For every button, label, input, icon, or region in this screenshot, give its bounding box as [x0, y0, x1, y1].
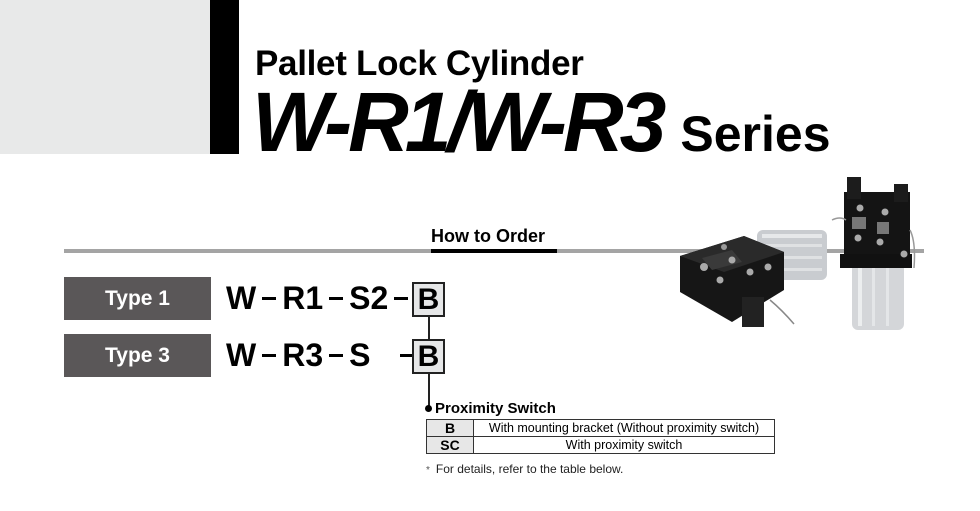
code-segment: R1 — [282, 280, 324, 316]
dash — [262, 354, 277, 357]
page-subtitle: Pallet Lock Cylinder — [255, 44, 584, 83]
dash — [400, 354, 415, 357]
type-3-option-box: B — [412, 339, 445, 374]
type-3-label: Type 3 — [64, 334, 211, 377]
option-table-title: Proximity Switch — [435, 400, 556, 417]
option-code: B — [426, 419, 474, 437]
code-segment: W — [226, 337, 257, 373]
dash — [262, 297, 277, 300]
section-title: How to Order — [431, 226, 546, 246]
connector-line — [428, 317, 430, 339]
product-photo — [680, 177, 916, 330]
option-description: With proximity switch — [473, 436, 775, 454]
connector-line — [428, 374, 430, 407]
code-segment: W — [226, 280, 257, 316]
option-table: B With mounting bracket (Without proximi… — [426, 419, 775, 454]
type-3-order-code: W R3 S — [226, 337, 420, 374]
type-1-label: Type 1 — [64, 277, 211, 320]
option-description: With mounting bracket (Without proximity… — [473, 419, 775, 437]
code-segment: S — [349, 337, 371, 373]
section-title-underline — [431, 249, 557, 253]
header-gray-panel — [0, 0, 210, 154]
code-segment: S2 — [349, 280, 389, 316]
header-accent-bar — [210, 0, 239, 154]
connector-dot — [425, 405, 432, 412]
series-label: Series — [680, 106, 831, 162]
footnote: * For details, refer to the table below. — [426, 462, 623, 476]
footnote-mark: * — [426, 465, 430, 476]
dash — [329, 297, 344, 300]
table-row: B With mounting bracket (Without proximi… — [426, 419, 775, 437]
option-code: SC — [426, 436, 474, 454]
type-1-option-box: B — [412, 282, 445, 317]
code-segment: R3 — [282, 337, 324, 373]
model-name: W-R1/W-R3 — [252, 75, 666, 169]
dash — [394, 297, 409, 300]
table-row: SC With proximity switch — [426, 436, 775, 454]
footnote-text: For details, refer to the table below. — [435, 462, 624, 476]
dash — [329, 354, 344, 357]
type-1-order-code: W R1 S2 — [226, 280, 414, 317]
